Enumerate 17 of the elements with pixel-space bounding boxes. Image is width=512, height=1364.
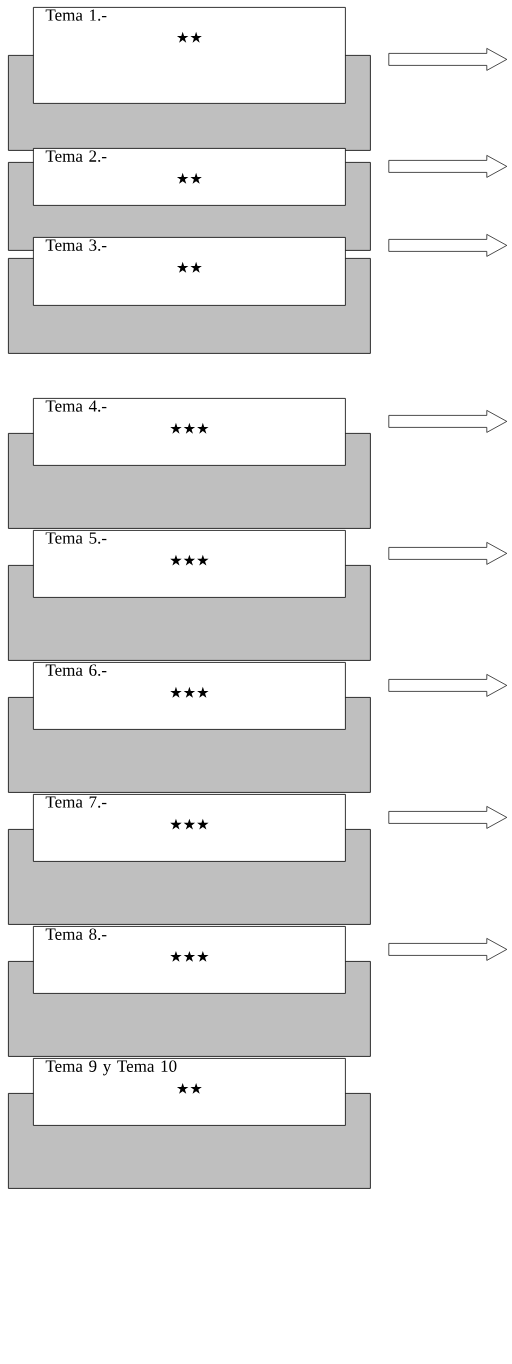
arrow <box>388 806 508 829</box>
topic-box: Tema 1.- ★★ <box>33 7 346 104</box>
topic-box: Tema 2.- ★★ <box>33 148 346 206</box>
topic-box: Tema 9 y Tema 10 ★★ <box>33 1058 346 1126</box>
topic-box: Tema 3.- ★★ <box>33 237 346 306</box>
arrow <box>388 938 508 961</box>
topic-box: Tema 4.- ★★★ <box>33 398 346 466</box>
arrow <box>388 155 508 178</box>
arrow <box>388 410 508 433</box>
topic-box: Tema 6.- ★★★ <box>33 662 346 730</box>
topic-box: Tema 7.- ★★★ <box>33 794 346 862</box>
topic-box: Tema 8.- ★★★ <box>33 926 346 994</box>
arrow <box>388 542 508 565</box>
arrow <box>388 48 508 71</box>
arrow <box>388 674 508 697</box>
topic-box: Tema 5.- ★★★ <box>33 530 346 598</box>
arrow <box>388 234 508 257</box>
